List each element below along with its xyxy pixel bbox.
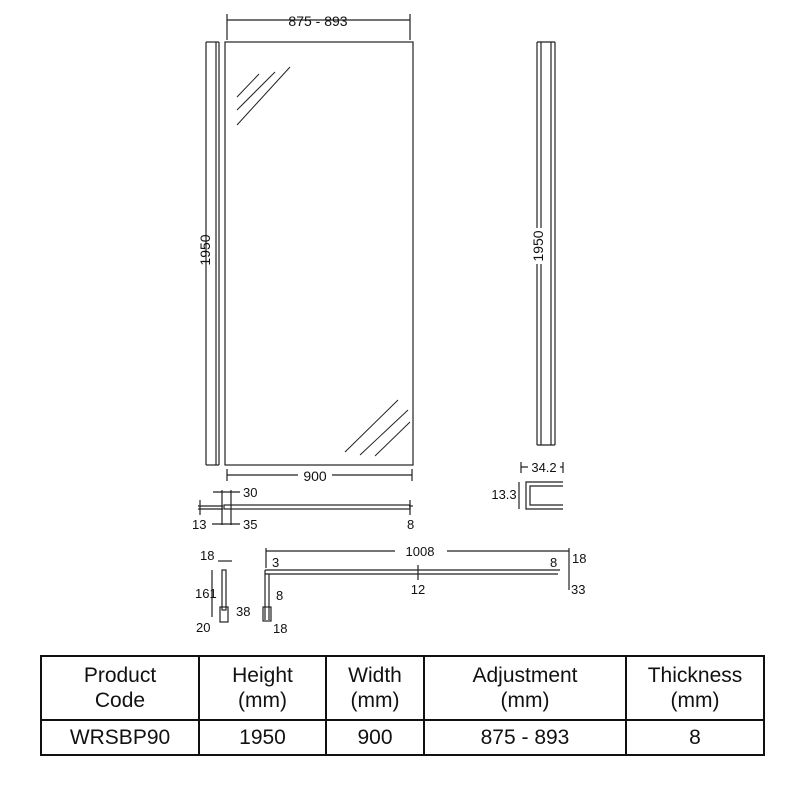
side-profile: 1950 [529, 41, 556, 446]
header-line: Product [83, 664, 157, 687]
dim-height: 1950 [197, 234, 213, 265]
header-line: Width [348, 664, 402, 687]
dim-brace-d: 20 [196, 620, 210, 635]
dim-channel-depth: 13.3 [491, 487, 516, 502]
channel-section: 34.2 13.3 [491, 459, 564, 510]
dimension-bottom: 900 [226, 466, 413, 484]
dim-brace-b: 161 [195, 586, 217, 601]
cell-height: 1950 [198, 719, 327, 756]
cell-width: 900 [325, 719, 425, 756]
dim-width-adjust: 875 - 893 [288, 13, 347, 29]
dim-brace-thickness: 12 [411, 582, 425, 597]
header-line: (mm) [350, 689, 400, 712]
cell-product-code: WRSBP90 [40, 719, 200, 756]
glass-panel [224, 41, 414, 466]
dim-brace-length: 1008 [406, 544, 435, 559]
dim-plan-d: 8 [407, 517, 414, 532]
plan-view: 30 13 35 8 [192, 485, 414, 532]
dim-brace-c: 38 [236, 604, 250, 619]
dim-plan-b: 13 [192, 517, 206, 532]
header-height: Height(mm) [198, 655, 327, 721]
technical-drawing: 875 - 893 1950 900 1950 34.2 13.3 [192, 13, 586, 636]
header-adjustment: Adjustment(mm) [423, 655, 627, 721]
header-width: Width(mm) [325, 655, 425, 721]
dim-brace-k: 18 [572, 551, 586, 566]
dim-brace-g: 8 [276, 588, 283, 603]
dim-plan-c: 35 [243, 517, 257, 532]
dim-profile-height: 1950 [530, 230, 546, 261]
dim-brace-j: 8 [550, 555, 557, 570]
brace-detail: 18 161 38 20 1008 3 8 18 12 8 18 33 [195, 543, 586, 636]
header-line: Code [94, 689, 146, 712]
dim-brace-l: 33 [571, 582, 585, 597]
dim-channel-width: 34.2 [531, 460, 556, 475]
table-row: WRSBP90 1950 900 875 - 893 8 [40, 719, 765, 756]
front-elevation: 875 - 893 1950 900 [197, 13, 414, 484]
header-line: Adjustment [472, 664, 578, 687]
header-line: Thickness [647, 664, 743, 687]
dim-brace-a: 18 [200, 548, 214, 563]
dimension-left: 1950 [197, 234, 213, 265]
header-line: (mm) [670, 689, 720, 712]
header-line: (mm) [238, 689, 287, 712]
header-thickness: Thickness(mm) [625, 655, 765, 721]
dim-plan-a: 30 [243, 485, 257, 500]
dim-brace-e: 3 [272, 555, 279, 570]
dim-brace-h: 18 [273, 621, 287, 636]
dimension-top: 875 - 893 [226, 13, 411, 40]
cell-thickness: 8 [625, 719, 765, 756]
dim-glass-width: 900 [303, 468, 327, 484]
glass-reflection-lines [236, 66, 411, 457]
header-line: (mm) [500, 689, 550, 712]
header-line: Height [232, 664, 293, 687]
cell-adjustment: 875 - 893 [423, 719, 627, 756]
